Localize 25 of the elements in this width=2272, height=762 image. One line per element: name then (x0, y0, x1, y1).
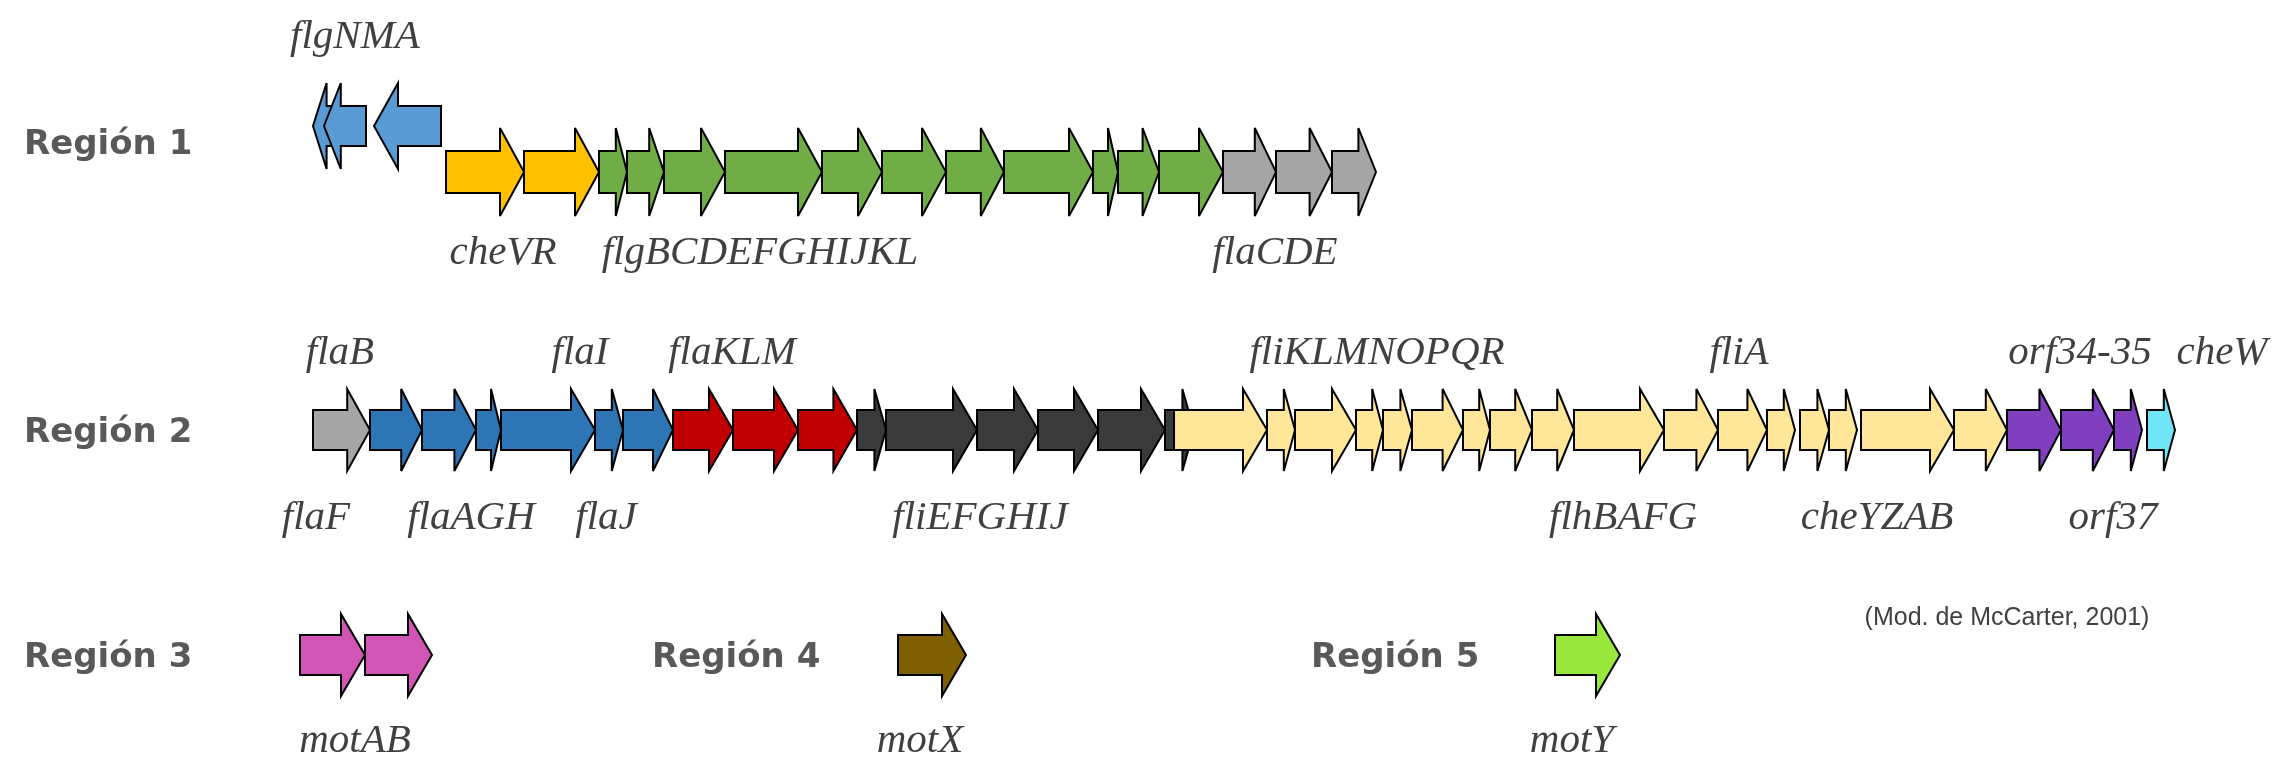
gene-name: orf34-35 (2008, 329, 2152, 371)
gene-name: flgNMA (290, 13, 420, 55)
region-label: Región 4 (652, 638, 821, 672)
region-label: Región 5 (1311, 638, 1480, 672)
gene-name: cheYZAB (1800, 494, 1954, 536)
region-label: Región 2 (24, 413, 193, 447)
gene-name: fliKLMNOPQR (1249, 329, 1505, 371)
source-note: (Mod. de McCarter, 2001) (1864, 603, 2150, 629)
gene-name: orf37 (2068, 494, 2158, 536)
region-label: Región 1 (24, 125, 193, 159)
gene-name: cheVR (449, 229, 557, 271)
gene-name: flhBAFG (1549, 494, 1697, 536)
gene-name: motX (876, 717, 964, 759)
gene-name: fliA (1709, 329, 1769, 371)
gene-name: flaKLM (668, 329, 796, 371)
gene-name: flaAGH (407, 494, 535, 536)
gene-name: motAB (299, 717, 411, 759)
gene-name: fliEFGHIJ (892, 494, 1068, 536)
region-label: Región 3 (24, 638, 193, 672)
gene-name: flaJ (575, 494, 637, 536)
gene-name: flgBCDEFGHIJKL (601, 229, 919, 271)
gene-name: flaI (551, 329, 609, 371)
gene-name: flaF (281, 494, 351, 536)
gene-name: flaCDE (1212, 229, 1338, 271)
gene-name: flaB (305, 329, 375, 371)
